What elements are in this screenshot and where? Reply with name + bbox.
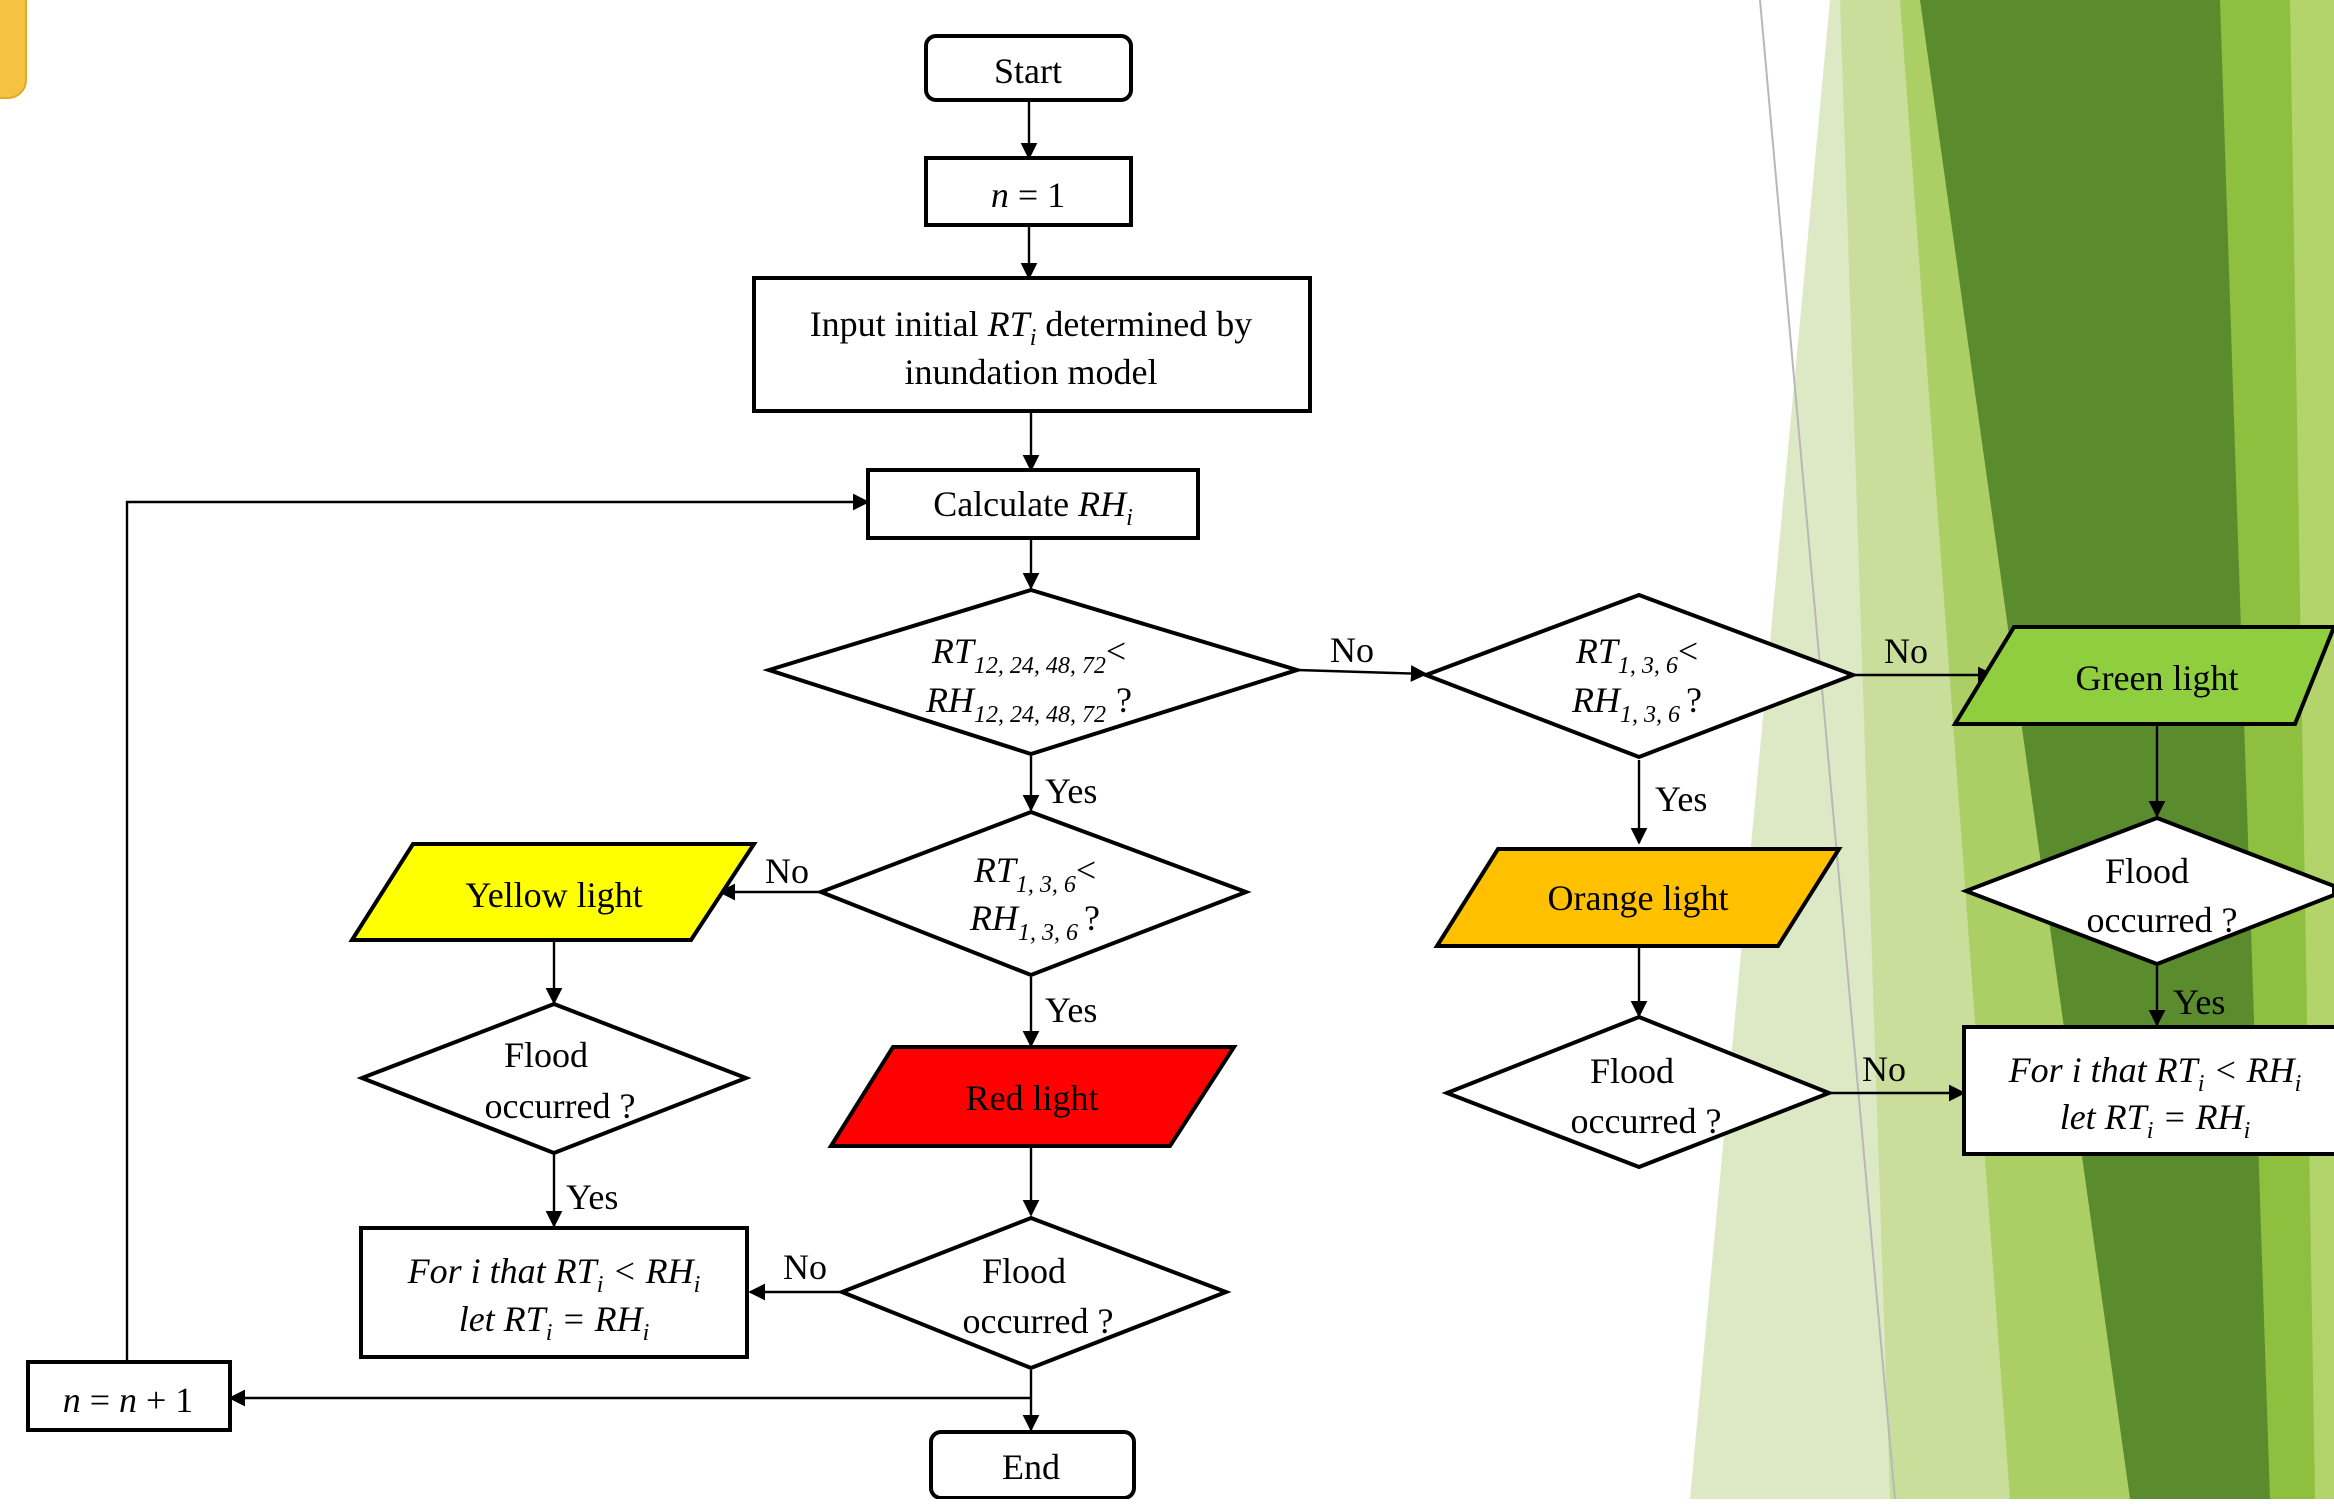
edge-label-no-orange: No xyxy=(1862,1049,1906,1089)
calculate-label: Calculate RHi xyxy=(933,484,1133,531)
orange-light-node: Orange light xyxy=(1433,847,1843,948)
edge-label-no-main: No xyxy=(1330,630,1374,670)
calculate-node: Calculate RHi xyxy=(866,468,1200,540)
decision-main-line2: RH12, 24, 48, 72? xyxy=(925,680,1132,728)
flood-orange-line1: Flood xyxy=(1590,1051,1674,1091)
green-light-label: Green light xyxy=(2076,658,2239,698)
edge-label-yes-main: Yes xyxy=(1045,771,1097,811)
decision-right-line1: RT1, 3, 6< xyxy=(1575,631,1698,679)
decision-main: RT12, 24, 48, 72< RH12, 24, 48, 72? xyxy=(762,587,1304,757)
red-light-node: Red light xyxy=(827,1045,1238,1148)
flood-green-line2: occurred ? xyxy=(2087,900,2238,940)
flood-decision-yellow: Flood occurred ? xyxy=(356,1001,752,1156)
edge-labels: No Yes No Yes No Yes No Yes No Yes xyxy=(566,630,2225,1287)
edge-label-no-left: No xyxy=(765,851,809,891)
end-label: End xyxy=(1002,1447,1060,1487)
update-right-line2: let RTi = RHi xyxy=(2060,1097,2251,1144)
flood-red-line1: Flood xyxy=(982,1251,1066,1291)
flood-orange-line2: occurred ? xyxy=(1571,1101,1722,1141)
corner-tab xyxy=(0,0,27,99)
update-node-right: For i that RTi < RHi let RTi = RHi xyxy=(1962,1025,2334,1156)
flood-yellow-line2: occurred ? xyxy=(485,1086,636,1126)
red-light-label: Red light xyxy=(966,1078,1099,1118)
green-light-node: Green light xyxy=(1951,625,2334,726)
increment-label: n = n + 1 xyxy=(63,1380,194,1420)
edge-label-no-right: No xyxy=(1884,631,1928,671)
decision-right-line2: RH1, 3, 6? xyxy=(1571,680,1702,728)
start-node: Start xyxy=(924,34,1133,102)
decision-left: RT1, 3, 6< RH1, 3, 6? xyxy=(815,809,1252,978)
connectors xyxy=(125,100,2166,1432)
end-node: End xyxy=(929,1430,1136,1500)
decision-main-line1: RT12, 24, 48, 72< xyxy=(931,631,1126,679)
decision-right: RT1, 3, 6< RH1, 3, 6? xyxy=(1420,592,1859,760)
update-left-line2: let RTi = RHi xyxy=(459,1299,650,1346)
update-right-line1: For i that RTi < RHi xyxy=(2008,1050,2302,1097)
edge-label-yes-green: Yes xyxy=(2173,982,2225,1022)
yellow-light-label: Yellow light xyxy=(465,875,642,915)
flood-decision-orange: Flood occurred ? xyxy=(1441,1014,1835,1170)
update-left-line1: For i that RTi < RHi xyxy=(407,1251,701,1298)
orange-light-label: Orange light xyxy=(1548,878,1729,918)
input-node: Input initial RTi determined by inundati… xyxy=(752,276,1312,413)
flood-decision-red: Flood occurred ? xyxy=(836,1215,1232,1371)
update-node-left: For i that RTi < RHi let RTi = RHi xyxy=(359,1226,749,1359)
start-label: Start xyxy=(994,51,1062,91)
flood-green-line1: Flood xyxy=(2105,851,2189,891)
input-label-line2: inundation model xyxy=(905,352,1158,392)
decision-left-line1: RT1, 3, 6< xyxy=(973,850,1096,898)
input-label-line1: Input initial RTi determined by xyxy=(810,304,1253,351)
n-init-label: n = 1 xyxy=(991,175,1065,215)
n-init-node: n = 1 xyxy=(924,156,1133,227)
edge-label-yes-left: Yes xyxy=(1045,990,1097,1030)
edge-label-yes-right: Yes xyxy=(1655,779,1707,819)
flood-yellow-line1: Flood xyxy=(504,1035,588,1075)
theme-background xyxy=(1690,0,2334,1500)
increment-node: n = n + 1 xyxy=(26,1360,232,1432)
yellow-light-node: Yellow light xyxy=(348,842,758,942)
edge-label-no-red: No xyxy=(783,1247,827,1287)
flood-decision-green: Flood occurred ? xyxy=(1960,815,2334,967)
flood-red-line2: occurred ? xyxy=(963,1301,1114,1341)
decision-left-line2: RH1, 3, 6? xyxy=(969,898,1100,946)
bg-thin-line xyxy=(1759,0,1896,1500)
edge-label-yes-yellow: Yes xyxy=(566,1177,618,1217)
